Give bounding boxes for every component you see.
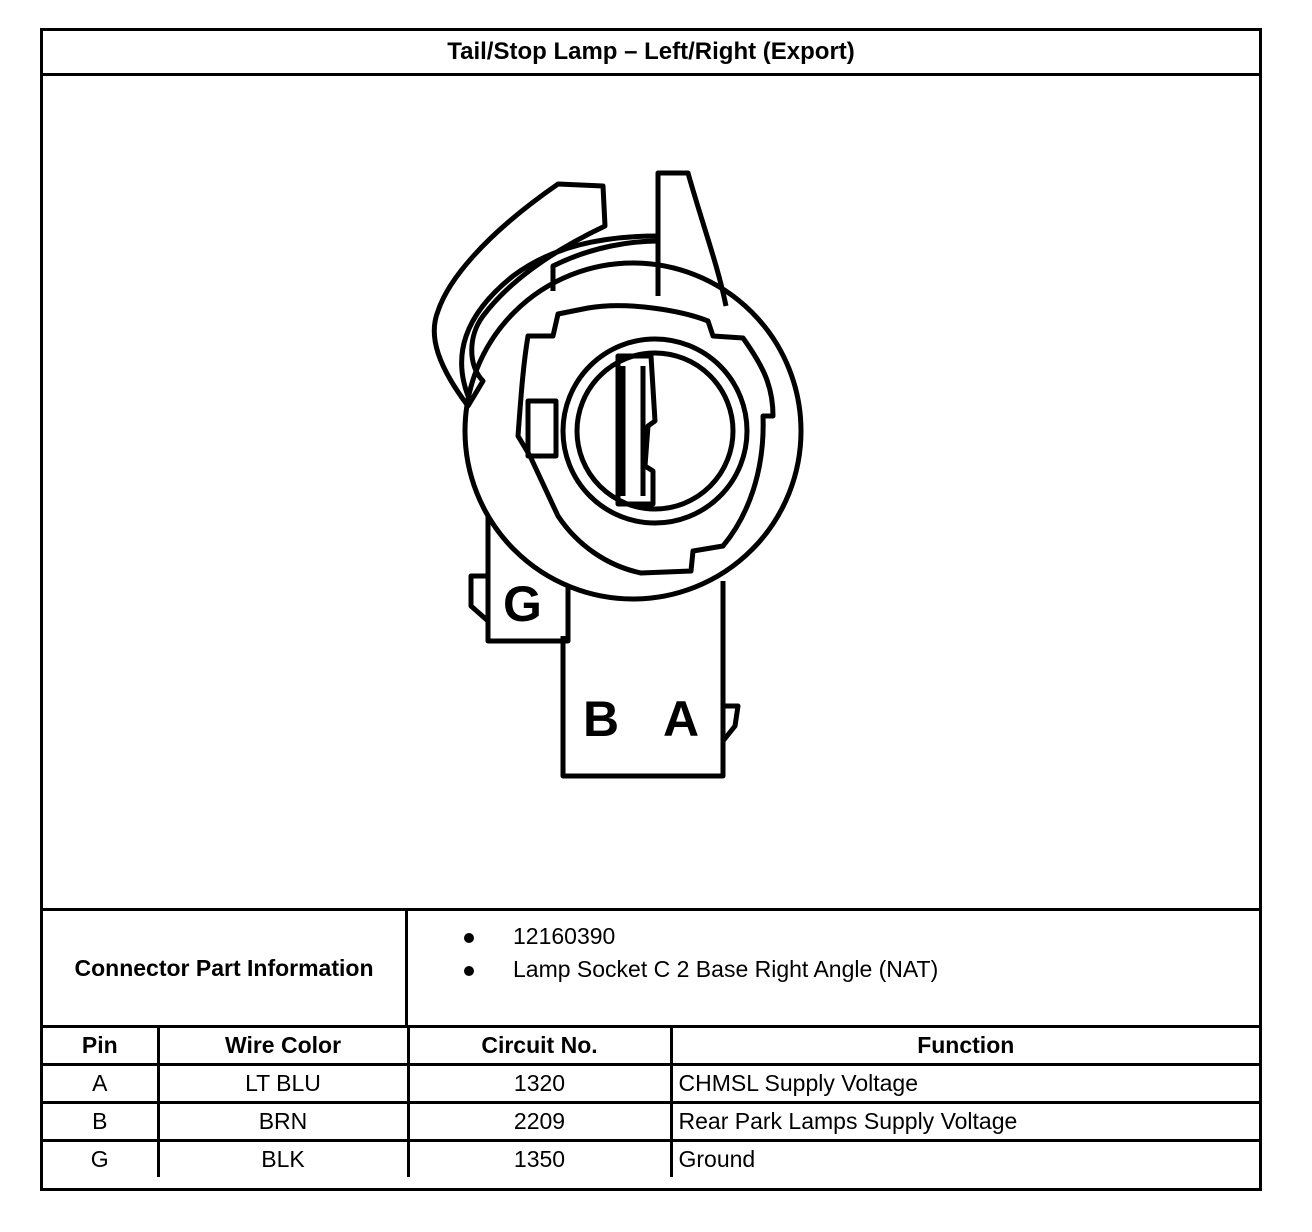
header-pin: Pin bbox=[43, 1025, 160, 1066]
header-circuit-no: Circuit No. bbox=[406, 1025, 673, 1066]
feed-key bbox=[721, 703, 741, 743]
connector-drawing: G B A bbox=[43, 76, 1259, 908]
side-notch bbox=[525, 398, 559, 459]
feed-terminal-body bbox=[560, 581, 726, 779]
table-row: A LT BLU 1320 CHMSL Supply Voltage bbox=[43, 1063, 1259, 1104]
part-description: Lamp Socket C 2 Base Right Angle (NAT) bbox=[513, 956, 939, 982]
part-number: 12160390 bbox=[513, 923, 616, 949]
connector-sheet: Tail/Stop Lamp – Left/Right (Export) bbox=[40, 28, 1262, 1191]
table-row: B BRN 2209 Rear Park Lamps Supply Voltag… bbox=[43, 1101, 1259, 1142]
page-title: Tail/Stop Lamp – Left/Right (Export) bbox=[43, 31, 1259, 76]
cell-wire-color: LT BLU bbox=[156, 1063, 410, 1104]
clip-arm bbox=[431, 181, 608, 409]
cell-function: CHMSL Supply Voltage bbox=[669, 1063, 1259, 1104]
cell-circuit-no: 2209 bbox=[406, 1101, 673, 1142]
pin-table: Pin Wire Color Circuit No. Function A LT… bbox=[43, 1025, 1259, 1177]
cell-pin: B bbox=[43, 1101, 160, 1142]
pin-label-g: G bbox=[503, 576, 542, 632]
cell-circuit-no: 1350 bbox=[406, 1139, 673, 1177]
cell-pin: G bbox=[43, 1139, 160, 1177]
header-function: Function bbox=[669, 1025, 1259, 1066]
connector-part-info-list: 12160390 Lamp Socket C 2 Base Right Angl… bbox=[408, 911, 1259, 1025]
cell-wire-color: BLK bbox=[156, 1139, 410, 1177]
cell-circuit-no: 1320 bbox=[406, 1063, 673, 1104]
bullet-icon bbox=[464, 933, 474, 943]
outer-ring bbox=[462, 260, 804, 602]
bulb-ring bbox=[574, 350, 736, 512]
table-header-row: Pin Wire Color Circuit No. Function bbox=[43, 1025, 1259, 1066]
inner-ring bbox=[560, 336, 750, 526]
header-wire-color: Wire Color bbox=[156, 1025, 410, 1066]
table-row: G BLK 1350 Ground bbox=[43, 1139, 1259, 1177]
gear-ring bbox=[515, 303, 776, 576]
cell-function: Rear Park Lamps Supply Voltage bbox=[669, 1101, 1259, 1142]
clip-arm-inner bbox=[459, 233, 659, 397]
cell-function: Ground bbox=[669, 1139, 1259, 1177]
ground-key bbox=[468, 573, 490, 623]
cell-wire-color: BRN bbox=[156, 1101, 410, 1142]
center-contact-inner bbox=[620, 366, 646, 496]
bullet-icon bbox=[464, 966, 474, 976]
lamp-socket-illustration: G B A bbox=[431, 170, 804, 779]
cell-pin: A bbox=[43, 1063, 160, 1104]
connector-part-info-label: Connector Part Information bbox=[43, 911, 408, 1025]
pin-label-b: B bbox=[583, 691, 619, 747]
tab-base bbox=[550, 238, 659, 291]
pin-label-a: A bbox=[663, 691, 699, 747]
connector-part-info: Connector Part Information 12160390 Lamp… bbox=[43, 908, 1259, 1025]
